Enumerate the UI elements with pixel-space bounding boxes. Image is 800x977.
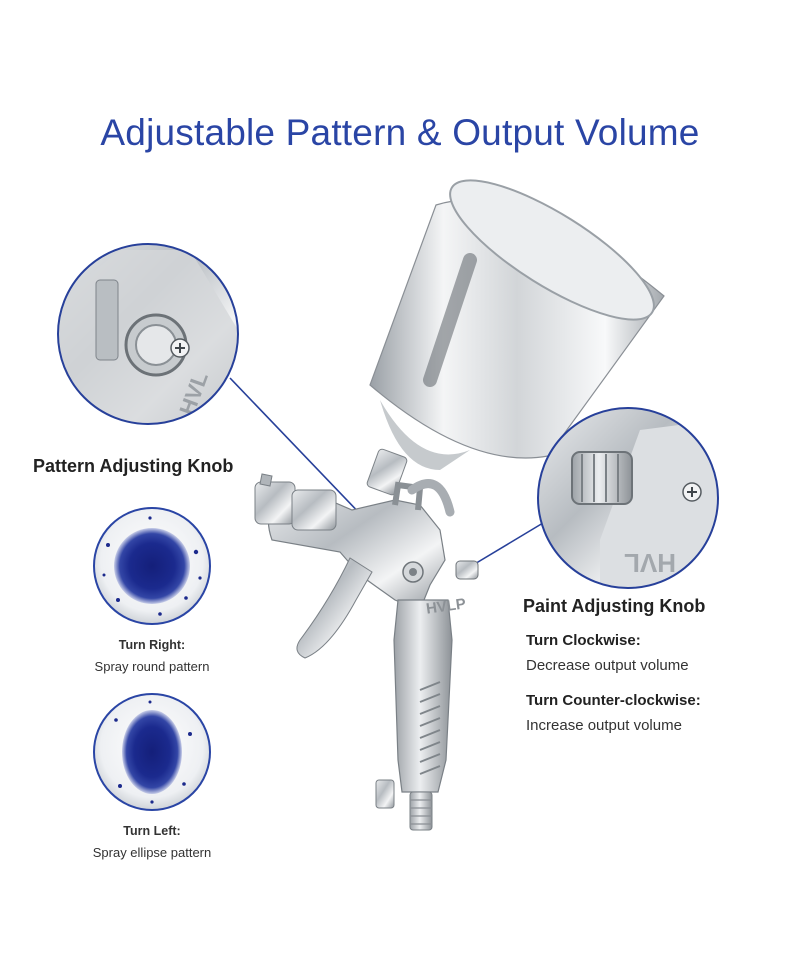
clockwise-label: Turn Clockwise: xyxy=(526,632,641,649)
clockwise-info: Turn Clockwise: Decrease output volume xyxy=(526,628,689,678)
ellipse-spray-sample xyxy=(93,693,211,811)
turn-right-label: Turn Right: xyxy=(118,638,186,652)
pattern-knob-title: Pattern Adjusting Knob xyxy=(33,456,234,476)
page-title: Adjustable Pattern & Output Volume xyxy=(100,112,700,153)
paint-knob-title: Paint Adjusting Knob xyxy=(523,596,706,616)
counter-clockwise-info: Turn Counter-clockwise: Increase output … xyxy=(526,688,701,738)
turn-left-caption: Turn Left: Spray ellipse pattern xyxy=(52,820,252,864)
zoom-circle-paint-knob: HVL xyxy=(537,407,719,589)
svg-text:HVL: HVL xyxy=(624,548,676,578)
turn-right-desc: Spray round pattern xyxy=(94,659,210,674)
counter-clockwise-label: Turn Counter-clockwise: xyxy=(526,692,701,709)
round-spray-sample xyxy=(93,507,211,625)
turn-left-label: Turn Left: xyxy=(123,824,181,838)
zoom-circle-pattern-knob: HVL xyxy=(57,243,239,425)
spray-gun-illustration xyxy=(254,179,665,831)
clockwise-desc: Decrease output volume xyxy=(526,657,689,674)
counter-clockwise-desc: Increase output volume xyxy=(526,717,682,734)
turn-left-desc: Spray ellipse pattern xyxy=(92,845,212,860)
paint-knob-connector xyxy=(467,519,549,569)
turn-right-caption: Turn Right: Spray round pattern xyxy=(52,634,252,678)
